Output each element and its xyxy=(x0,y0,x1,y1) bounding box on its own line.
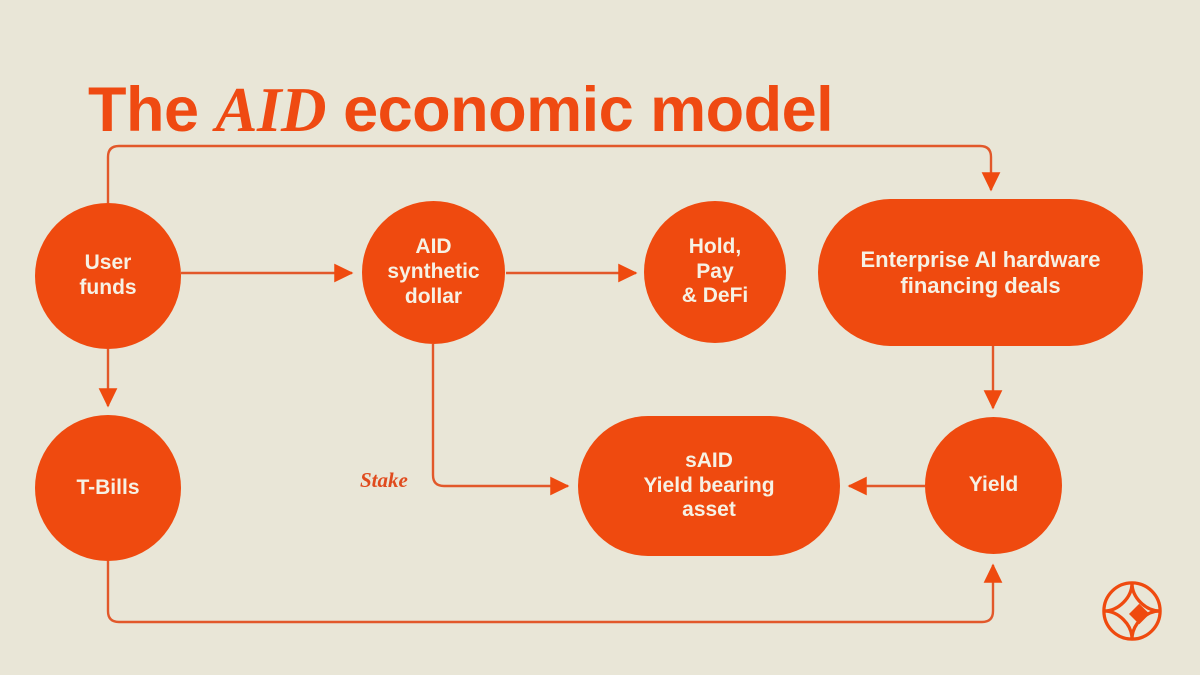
edge-user-funds-to-enterprise xyxy=(106,144,1001,203)
node-line-2: synthetic xyxy=(387,260,480,284)
page-title-suffix: economic model xyxy=(326,75,834,146)
node-yield[interactable]: Yield xyxy=(925,417,1062,554)
node-enterprise-label: Enterprise AI hardware financing deals xyxy=(860,247,1100,299)
node-t-bills[interactable]: T-Bills xyxy=(35,415,181,561)
node-line-1: AID xyxy=(415,235,452,259)
node-aid-label: AID synthetic dollar xyxy=(387,235,479,309)
node-line-1: User xyxy=(84,251,132,275)
edge-label-stake: Stake xyxy=(360,468,408,492)
page-title: The AID economic model xyxy=(88,75,834,146)
node-hold-pay-defi[interactable]: Hold, Pay & DeFi xyxy=(644,201,786,343)
edge-t-bills-to-yield xyxy=(106,561,1003,624)
node-line-1: sAID xyxy=(685,448,733,472)
node-enterprise-ai-hardware-financing-deals[interactable]: Enterprise AI hardware financing deals xyxy=(818,199,1143,346)
node-user-funds-label: User funds xyxy=(79,251,136,301)
node-line-3: & DeFi xyxy=(681,284,749,308)
node-line-3: dollar xyxy=(404,284,463,308)
node-said-yield-bearing-asset[interactable]: sAID Yield bearing asset xyxy=(578,416,840,556)
node-line-2: Yield bearing xyxy=(643,473,775,497)
node-line-1: Enterprise AI hardware xyxy=(860,246,1101,272)
node-line-2: financing deals xyxy=(900,272,1061,298)
node-hold-pay-defi-label: Hold, Pay & DeFi xyxy=(682,235,749,309)
page-title-prefix: The xyxy=(88,75,216,146)
node-line-1: Hold, xyxy=(688,234,742,258)
node-line-3: asset xyxy=(682,498,736,522)
edge-aid-to-said xyxy=(431,344,570,496)
node-line-2: Pay xyxy=(696,259,734,283)
four-petal-diamond-logo-icon xyxy=(1102,581,1162,641)
node-line-2: funds xyxy=(79,276,137,299)
node-said-label: sAID Yield bearing asset xyxy=(643,449,774,523)
node-aid-synthetic-dollar[interactable]: AID synthetic dollar xyxy=(362,201,505,344)
page-title-emphasis: AID xyxy=(215,75,327,146)
node-yield-label: Yield xyxy=(968,473,1019,497)
node-user-funds[interactable]: User funds xyxy=(35,203,181,349)
node-t-bills-label: T-Bills xyxy=(76,475,140,499)
